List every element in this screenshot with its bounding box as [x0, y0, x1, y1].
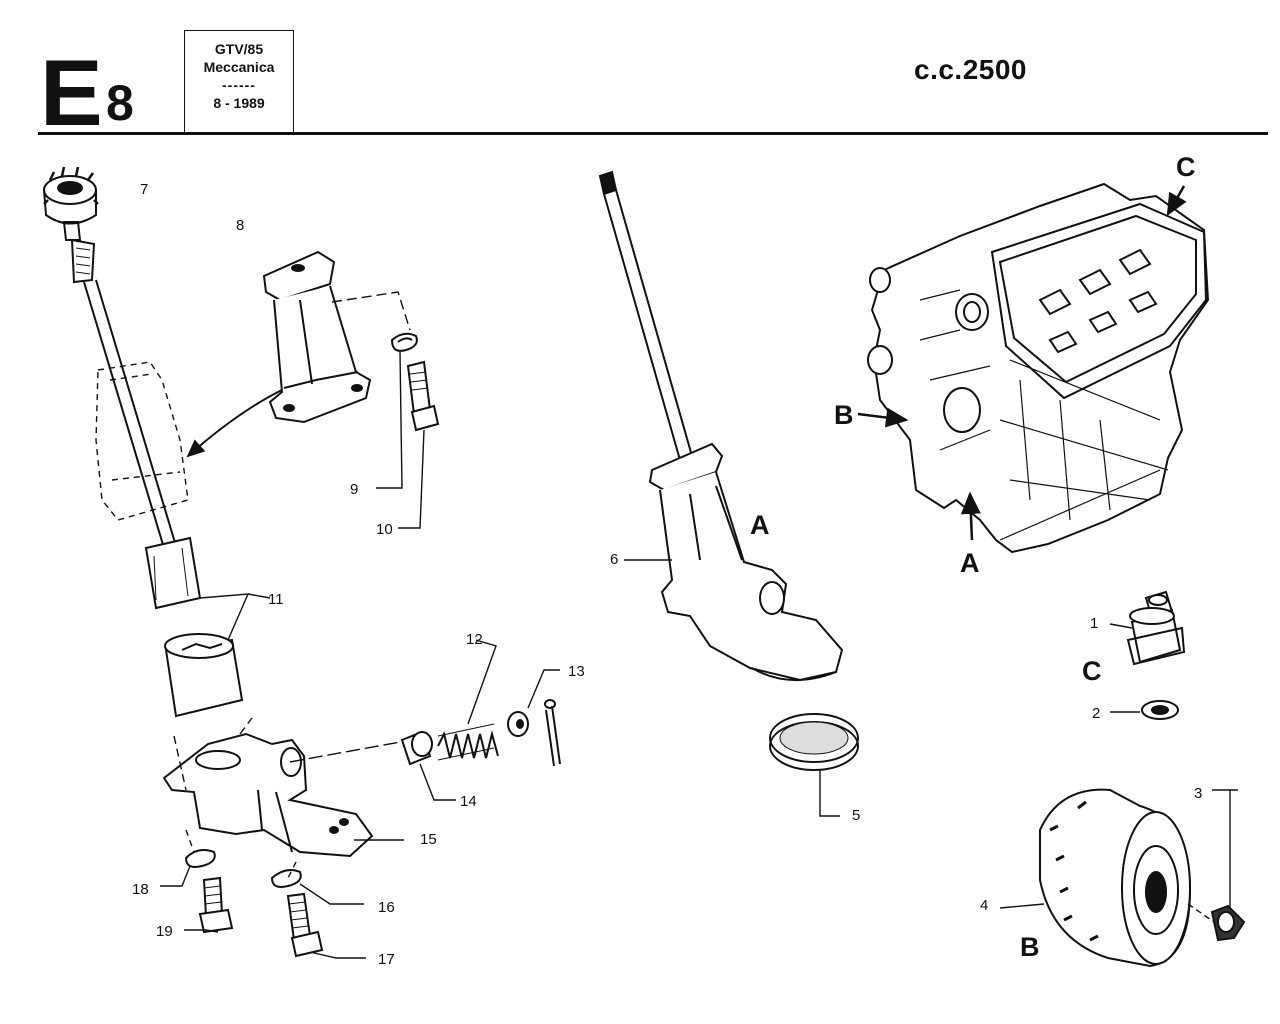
- callout-19: 19: [156, 923, 173, 940]
- engine-block: [867, 182, 1210, 554]
- leader-11: [199, 593, 271, 641]
- alignment-dash-14: [289, 741, 401, 763]
- callout-17: 17: [378, 951, 395, 968]
- callout-10: 10: [376, 521, 393, 538]
- arrow-c-engine: [1166, 185, 1187, 217]
- leader-14: [419, 763, 456, 801]
- bolt-19: [198, 876, 234, 934]
- leader-5: [819, 770, 840, 817]
- separator-line: ------: [222, 77, 256, 93]
- date-label: 8 - 1989: [213, 95, 265, 111]
- callout-15: 15: [420, 831, 437, 848]
- union-fitting-3: [1210, 904, 1246, 942]
- leader-9-10: [376, 351, 425, 529]
- view-letter-b-filter: B: [1020, 932, 1040, 962]
- view-letter-a-pump: A: [750, 510, 770, 540]
- pump-mount-flange: [262, 250, 372, 424]
- leader-3: [1212, 789, 1238, 908]
- ghost-pump-outline: [95, 361, 189, 521]
- alignment-dash-3: [1187, 903, 1215, 923]
- bolt-10: [406, 360, 440, 432]
- sealing-washer-2: [1141, 700, 1179, 720]
- leader-4: [999, 903, 1045, 909]
- drive-gear-shaft: [43, 166, 202, 610]
- view-letter-c-sender: C: [1082, 656, 1102, 686]
- callout-8: 8: [236, 217, 244, 234]
- callout-14: 14: [460, 793, 477, 810]
- callout-9: 9: [350, 481, 358, 498]
- oil-pressure-sender-1: [1126, 590, 1186, 666]
- alignment-dash-11: [173, 717, 253, 791]
- leaders-16-19: [160, 865, 366, 959]
- view-letter-b-engine: B: [834, 400, 854, 430]
- callout-13: 13: [568, 663, 585, 680]
- view-letter-a-engine: A: [960, 548, 980, 578]
- oil-strainer-5: [769, 713, 859, 771]
- split-pin: [544, 699, 561, 767]
- oil-pump-body: [162, 732, 374, 858]
- washer-18: [184, 849, 216, 868]
- arrow-b-engine: [857, 407, 909, 428]
- oil-pump-assembly: [598, 170, 844, 682]
- washer-16: [270, 869, 302, 888]
- coupling-sleeve: [164, 633, 244, 718]
- arrow-a-engine: [960, 491, 981, 541]
- view-letter-c-engine: C: [1176, 152, 1196, 182]
- callout-1: 1: [1090, 615, 1098, 632]
- assembly-arrow: [186, 387, 287, 458]
- leader-13: [527, 669, 560, 709]
- bolt-17: [286, 892, 324, 958]
- section-letter: E: [40, 40, 103, 145]
- callout-11: 11: [268, 591, 284, 608]
- leader-1: [1109, 623, 1133, 629]
- callout-16: 16: [378, 899, 395, 916]
- relief-valve-plunger-14: [400, 730, 433, 766]
- callout-5: 5: [852, 807, 860, 824]
- callout-18: 18: [132, 881, 149, 898]
- engine-displacement: c.c.2500: [914, 54, 1027, 85]
- oil-filter-4: [1039, 788, 1192, 968]
- section-number: 8: [106, 75, 134, 131]
- spring-cup-13: [507, 711, 529, 737]
- callout-6: 6: [610, 551, 618, 568]
- callout-4: 4: [980, 897, 988, 914]
- model-label: GTV/85: [214, 41, 264, 57]
- callout-7: 7: [140, 181, 148, 198]
- alignment-dash-lower: [185, 829, 297, 879]
- group-label: Meccanica: [203, 59, 275, 75]
- callout-2: 2: [1092, 705, 1100, 722]
- callout-12: 12: [466, 631, 483, 648]
- alignment-dash-8: [331, 291, 411, 331]
- header-rule: [38, 132, 1268, 135]
- callout-3: 3: [1194, 785, 1202, 802]
- model-info-box: GTV/85 Meccanica ------ 8 - 1989: [184, 30, 294, 135]
- relief-valve-spring-12: [437, 723, 499, 761]
- leader-12: [467, 639, 497, 725]
- lock-washer-9: [390, 332, 418, 352]
